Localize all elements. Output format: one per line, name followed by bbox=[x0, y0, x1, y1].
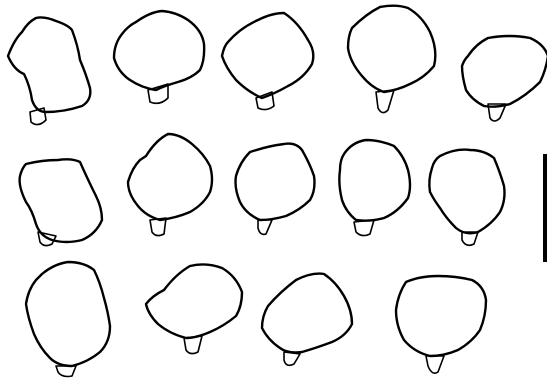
outline-shape bbox=[128, 134, 212, 236]
outline-shape bbox=[339, 140, 410, 236]
outline-shape bbox=[348, 6, 435, 113]
outline-tip bbox=[426, 356, 444, 373]
outline-contour bbox=[146, 264, 242, 338]
outline-contour bbox=[128, 134, 212, 220]
outline-contour bbox=[236, 144, 315, 220]
outline-contour bbox=[222, 13, 313, 98]
outline-shape bbox=[26, 262, 110, 377]
outline-contour bbox=[26, 262, 110, 366]
outline-contour bbox=[429, 150, 504, 234]
outline-tip bbox=[284, 352, 300, 365]
outline-tip bbox=[376, 90, 394, 113]
outline-shape bbox=[222, 13, 313, 110]
outline-contour bbox=[462, 36, 547, 107]
outline-contour bbox=[20, 159, 102, 242]
outline-contour bbox=[348, 6, 435, 92]
scale-bar bbox=[543, 154, 547, 262]
outline-contour bbox=[396, 276, 486, 356]
outline-shape bbox=[146, 264, 242, 353]
outline-contour bbox=[262, 274, 352, 353]
outline-shape bbox=[396, 276, 486, 373]
outline-shape bbox=[429, 150, 504, 246]
outline-shape bbox=[262, 274, 352, 366]
outline-tip bbox=[258, 220, 272, 234]
outline-shape bbox=[236, 144, 315, 235]
outline-tip bbox=[354, 220, 374, 236]
outline-contour bbox=[114, 11, 204, 90]
outline-shape bbox=[462, 36, 547, 121]
outline-shape bbox=[20, 159, 102, 245]
outline-shape bbox=[114, 11, 204, 103]
outline-contour bbox=[8, 17, 90, 112]
outline-tip bbox=[56, 366, 76, 377]
outline-contour bbox=[339, 140, 410, 221]
outline-shape bbox=[8, 17, 90, 124]
